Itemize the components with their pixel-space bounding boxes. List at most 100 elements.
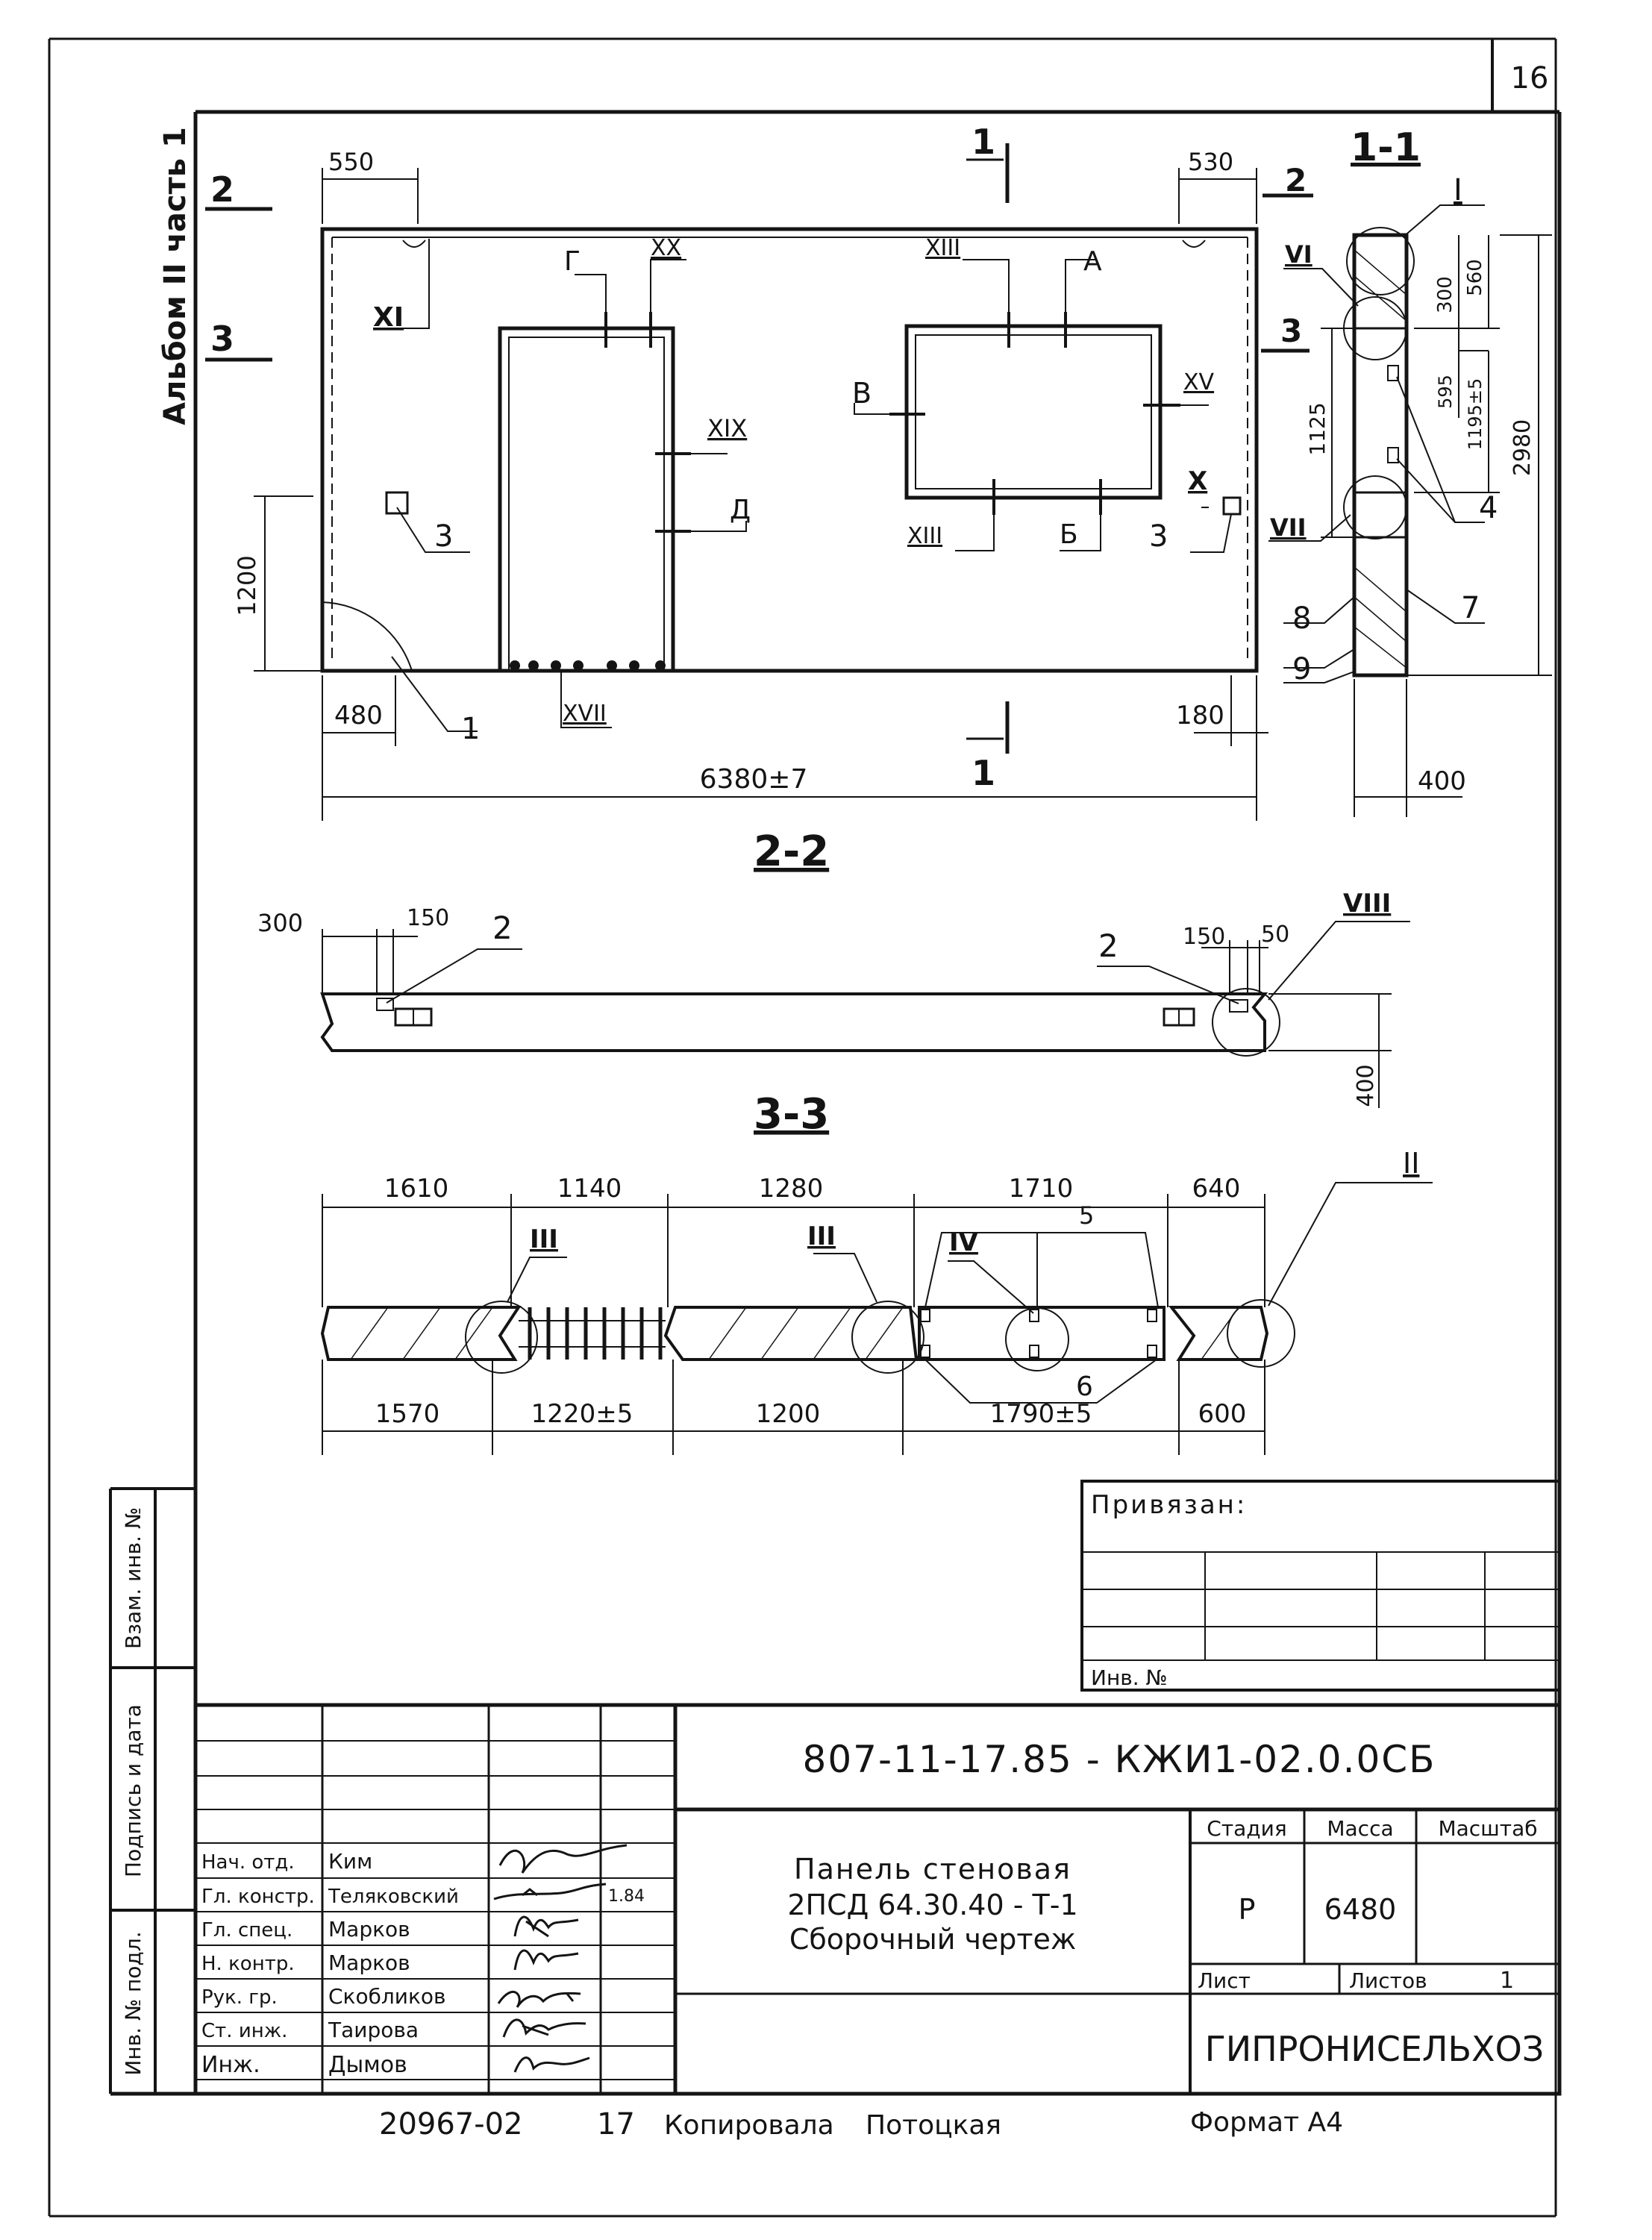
signatory-role: Ст. инж. (201, 2020, 287, 2042)
callout-xiii-top: XIII (925, 235, 960, 261)
dim-total-length: 6380±7 (700, 764, 808, 795)
signatory-name: Теляковский (328, 1886, 459, 1908)
signatory-role: Инж. (201, 2052, 260, 2078)
sec33-bottom-dim: 600 (1198, 1399, 1247, 1429)
side-vzam: Взам. инв. № (121, 1507, 146, 1649)
mass-value: 6480 (1324, 1893, 1397, 1926)
mass-header: Масса (1327, 1816, 1393, 1841)
sec11-pos-4: 4 (1479, 491, 1498, 525)
section-3-3-top-dims: 1610 1140 1280 1710 640 (384, 1174, 1241, 1204)
cut-mark-1-top: 1 (972, 122, 995, 162)
section-2-2 (320, 921, 1410, 1108)
sheets-label: Листов (1349, 1968, 1427, 1993)
stage-header: Стадия (1207, 1816, 1286, 1841)
sec33-roman-iv: IV (949, 1227, 979, 1257)
footer-copier: Потоцкая (866, 2110, 1001, 2141)
cut-mark-3-right: 3 (1280, 313, 1302, 349)
signatory-list: Нач. отд. Ким Гл. констр. Теляковский Гл… (201, 1849, 459, 2078)
callout-x: X (1188, 466, 1207, 496)
page-number: 16 (1511, 61, 1549, 96)
callout-xiii-bottom: XIII (907, 523, 942, 549)
side-podpis: Подпись и дата (121, 1704, 146, 1877)
side-stamp (109, 1487, 195, 2094)
document-name-line3: Сборочный чертеж (789, 1923, 1076, 1956)
cut-mark-3-left: 3 (210, 319, 234, 359)
footer-copied: Копировала (664, 2110, 834, 2141)
binding-inv-label: Инв. № (1091, 1665, 1168, 1690)
signatures (493, 1844, 628, 2073)
sec11-dim-1195: 1195±5 (1465, 378, 1486, 450)
callout-xv: XV (1183, 369, 1215, 395)
signatory-name: Марков (328, 1917, 410, 1942)
sec11-dim-1125: 1125 (1305, 402, 1330, 455)
sec33-roman-iii-right: III (807, 1221, 836, 1251)
section-2-2-title: 2-2 (754, 828, 829, 876)
cut-mark-2-right: 2 (1285, 162, 1307, 198)
signatory-role: Гл. констр. (201, 1886, 315, 1908)
signatory-name: Таирова (328, 2018, 419, 2042)
callout-g: Г (564, 246, 581, 277)
cut-mark-1-bottom: 1 (972, 753, 995, 793)
sec22-dim-300: 300 (257, 909, 303, 937)
signatory-name: Марков (328, 1950, 410, 1975)
signatory-role: Рук. гр. (201, 1986, 278, 2009)
binding-title: Привязан: (1091, 1490, 1247, 1520)
sec11-dim-400: 400 (1418, 766, 1466, 796)
elevation-dimensions (254, 168, 1268, 821)
callout-3-right: 3 (1149, 519, 1168, 554)
document-name-line2: 2ПСД 64.30.40 - Т-1 (787, 1889, 1077, 1921)
dim-top-left: 550 (328, 148, 374, 176)
signatory-name: Скобликов (328, 1984, 446, 2009)
callout-a: А (1083, 246, 1102, 277)
sec22-dim-150-right: 150 (1183, 924, 1225, 950)
sec33-pos-5: 5 (1079, 1201, 1094, 1230)
cut-mark-2-left: 2 (210, 169, 234, 210)
signatory-name: Ким (328, 1849, 372, 1874)
dim-bottom-left: 480 (334, 701, 383, 730)
callout-xvii: XVII (563, 701, 607, 727)
footer-number: 20967-02 (379, 2107, 523, 2142)
callout-1: 1 (461, 712, 480, 746)
sec11-dim-560: 560 (1464, 259, 1486, 296)
sec22-dim-150-left: 150 (407, 905, 449, 931)
footer-seventeen: 17 (597, 2107, 635, 2142)
callout-xx: XX (651, 235, 681, 261)
sec33-top-dim: 1710 (1009, 1174, 1074, 1204)
sec11-roman-vi: VI (1285, 240, 1312, 269)
sec33-bottom-dim: 1790±5 (990, 1399, 1092, 1429)
dim-bottom-right: 180 (1176, 701, 1224, 730)
sec11-pos-7: 7 (1461, 591, 1480, 625)
sec33-top-dim: 640 (1192, 1174, 1241, 1204)
elevation-view (320, 227, 1259, 732)
callout-3-left: 3 (434, 519, 453, 554)
section-3-3-title: 3-3 (754, 1090, 829, 1139)
sec33-bottom-dim: 1220±5 (531, 1399, 633, 1429)
callout-xi: XI (373, 302, 404, 333)
section-3-3-bottom-dims: 1570 1220±5 1200 1790±5 600 (375, 1399, 1247, 1429)
organization-name: ГИПРОНИСЕЛЬХОЗ (1205, 2029, 1545, 2069)
document-code: 807-11-17.85 - КЖИ1-02.0.0СБ (803, 1738, 1436, 1781)
signature-date: 1.84 (608, 1887, 645, 1906)
side-inv-podl: Инв. № подл. (121, 1931, 146, 2075)
sec11-dim-595: 595 (1435, 375, 1456, 409)
stage-value: Р (1239, 1893, 1256, 1926)
section-1-1 (1268, 204, 1552, 817)
sheets-value: 1 (1500, 1968, 1514, 1994)
signatory-role: Н. контр. (201, 1953, 295, 1975)
sec22-pos-2-left: 2 (492, 910, 513, 946)
dim-left-height: 1200 (233, 555, 261, 616)
callout-xix: XIX (707, 414, 747, 442)
sec33-bottom-dim: 1200 (756, 1399, 821, 1429)
callout-v: В (852, 377, 872, 410)
sec33-top-dim: 1140 (557, 1174, 622, 1204)
sec22-roman-viii: VIII (1343, 889, 1391, 919)
sec11-roman-vii: VII (1270, 513, 1307, 542)
signatory-role: Гл. спец. (201, 1919, 292, 1942)
cut-marks (205, 143, 1313, 754)
sec11-dim-2980: 2980 (1509, 419, 1536, 476)
dim-top-right: 530 (1188, 148, 1233, 176)
sec33-top-dim: 1610 (384, 1174, 449, 1204)
sec33-top-dim: 1280 (759, 1174, 824, 1204)
album-label: Альбом II часть 1 (158, 127, 193, 425)
